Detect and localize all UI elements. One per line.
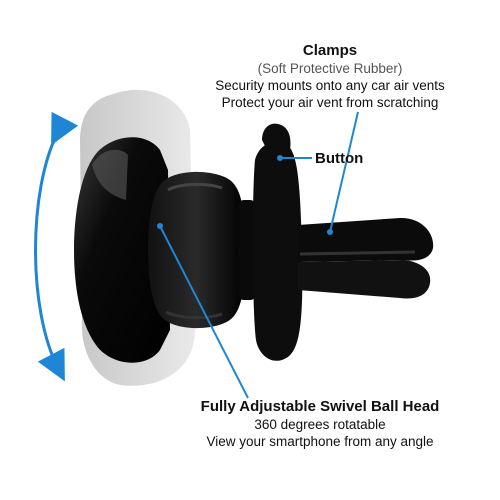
- clamps-desc-1: Security mounts onto any car air vents: [215, 77, 445, 93]
- double-headed-curved-arrow-icon: [34, 111, 79, 382]
- magnet-head: [74, 137, 170, 363]
- callout-leaders: [157, 111, 359, 399]
- clamps-callout: Clamps (Soft Protective Rubber) Security…: [190, 42, 470, 111]
- button-callout: Button: [315, 150, 363, 169]
- clamps-material: (Soft Protective Rubber): [257, 60, 403, 76]
- base-plate: [252, 123, 303, 361]
- clamps-desc-2: Protect your air vent from scratching: [221, 94, 439, 110]
- button-title: Button: [315, 150, 364, 167]
- swivel-ball-head: [148, 171, 256, 329]
- swivel-desc-1: 360 degrees rotatable: [254, 416, 386, 432]
- clamps-title: Clamps: [302, 42, 358, 59]
- vent-clamps: [298, 217, 434, 299]
- swivel-title: Fully Adjustable Swivel Ball Head: [200, 398, 440, 415]
- swivel-callout: Fully Adjustable Swivel Ball Head 360 de…: [150, 398, 490, 451]
- swivel-desc-2: View your smartphone from any angle: [206, 433, 434, 449]
